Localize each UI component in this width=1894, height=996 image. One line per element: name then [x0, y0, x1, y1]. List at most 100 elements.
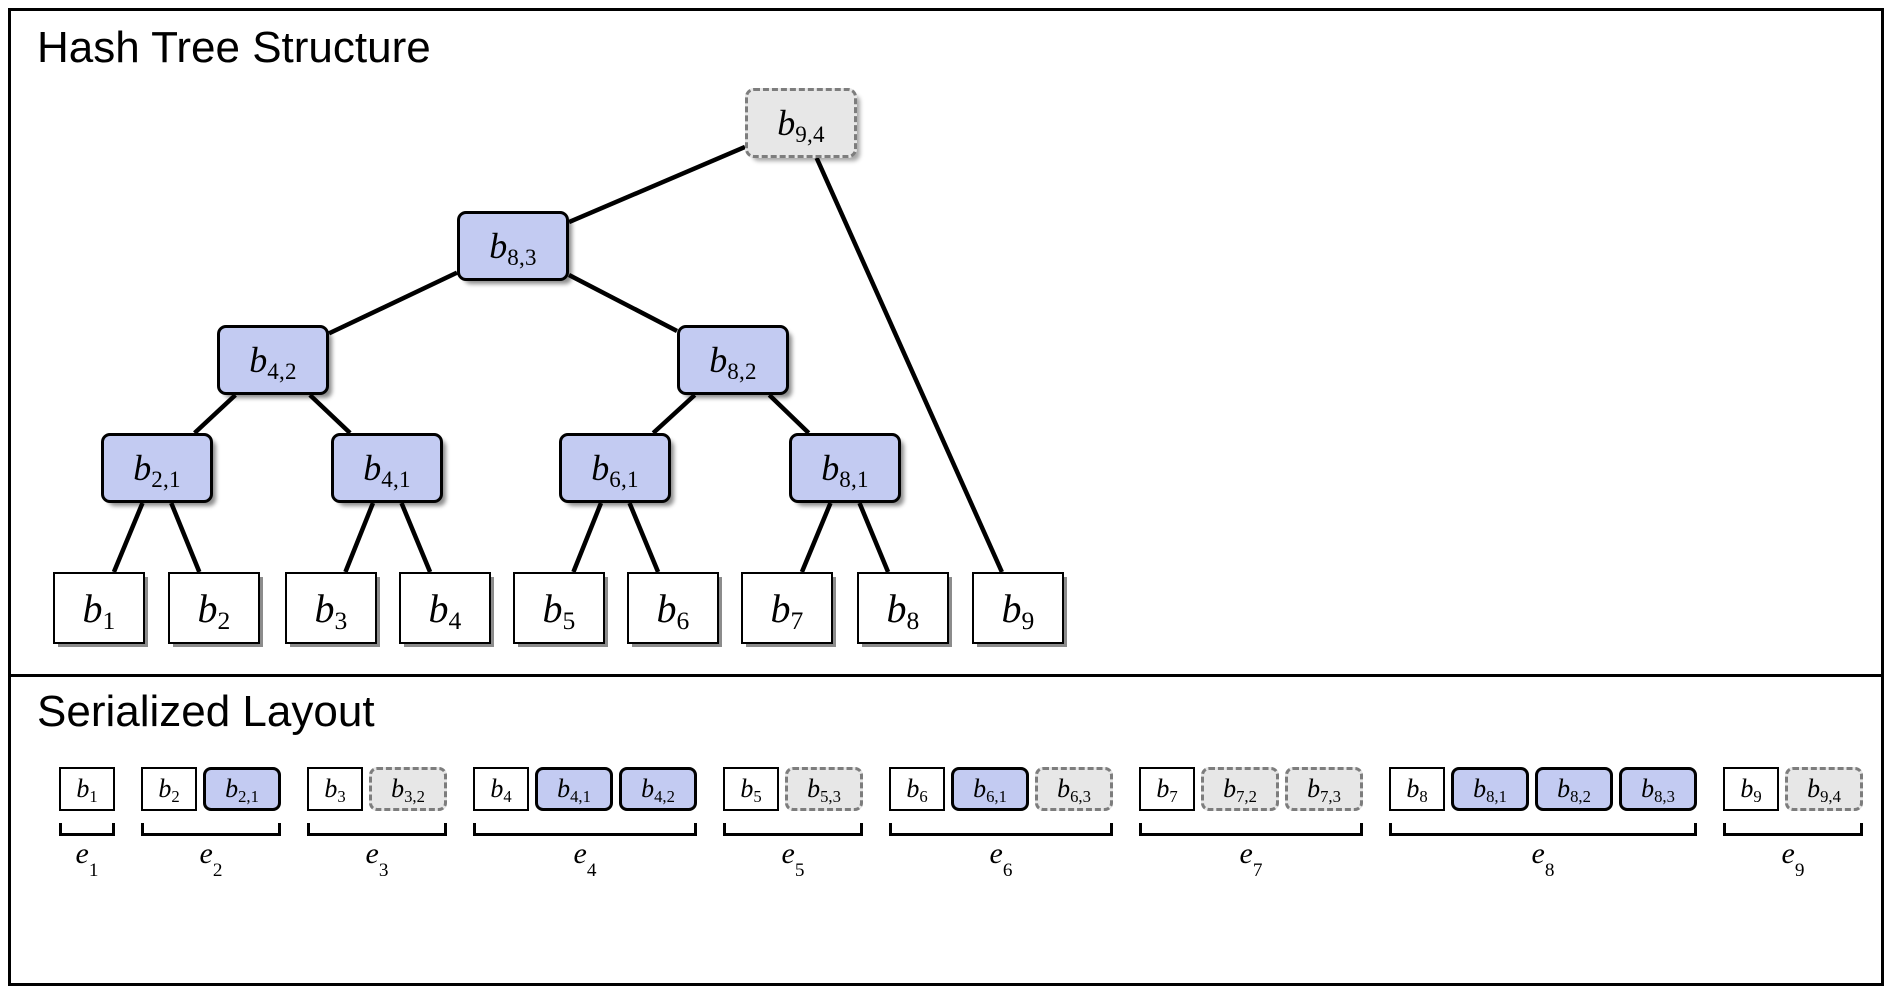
node-label: b1	[82, 585, 116, 636]
node-label: b6	[656, 585, 690, 636]
tree-node-b8_2: b8,2	[677, 325, 789, 395]
serialized-box-b5: b5	[723, 767, 779, 811]
tree-node-b8_1: b8,1	[789, 433, 901, 503]
entry-bracket-e7	[1139, 823, 1363, 836]
serialized-box-label: b3	[324, 774, 346, 806]
tree-node-b2_1: b2,1	[101, 433, 213, 503]
serialized-box-label: b2	[158, 774, 180, 806]
tree-edge-b4_2-b2_1	[193, 393, 237, 435]
entry-label-e6: e6	[989, 837, 1013, 881]
panel-title-serialized-layout: Serialized Layout	[37, 687, 375, 736]
serialized-box-b8_3: b8,3	[1619, 767, 1697, 811]
tree-edge-b2_1-b2	[169, 502, 202, 573]
panel-divider	[11, 674, 1881, 677]
serialized-box-label: b9	[1740, 774, 1762, 806]
serialized-box-label: b4,1	[557, 774, 591, 806]
serialized-box-b6_3: b6,3	[1035, 767, 1113, 811]
tree-node-b8: b8	[857, 572, 949, 644]
serialized-box-b4: b4	[473, 767, 529, 811]
tree-node-b8_3: b8,3	[457, 211, 569, 281]
serialized-box-b9: b9	[1723, 767, 1779, 811]
node-label: b4	[428, 585, 462, 636]
node-label: b7	[770, 585, 804, 636]
serialized-box-b1: b1	[59, 767, 115, 811]
serialized-box-b5_3: b5,3	[785, 767, 863, 811]
tree-node-b4_1: b4,1	[331, 433, 443, 503]
serialized-box-label: b8	[1406, 774, 1428, 806]
tree-edge-b8_1-b7	[799, 502, 833, 573]
serialized-box-b3: b3	[307, 767, 363, 811]
serialized-box-label: b1	[76, 774, 98, 806]
node-label: b2,1	[133, 448, 181, 492]
serialized-box-label: b6,1	[973, 774, 1007, 806]
serialized-box-label: b7	[1156, 774, 1178, 806]
tree-node-b4_2: b4,2	[217, 325, 329, 395]
tree-edge-b6_1-b5	[571, 502, 604, 573]
tree-edge-b9_4-b9	[814, 157, 1004, 573]
tree-node-b9_4: b9,4	[745, 88, 857, 158]
tree-edge-b8_3-b8_2	[567, 273, 679, 333]
serialized-box-label: b6	[906, 774, 928, 806]
tree-edges	[111, 144, 1004, 573]
serialized-box-label: b8,3	[1641, 774, 1675, 806]
serialized-box-label: b8,2	[1557, 774, 1591, 806]
entry-bracket-e8	[1389, 823, 1697, 836]
serialized-box-b9_4: b9,4	[1785, 767, 1863, 811]
tree-node-b9: b9	[972, 572, 1064, 644]
entry-label-e5: e5	[781, 837, 805, 881]
serialized-box-b3_2: b3,2	[369, 767, 447, 811]
entry-label-e8: e8	[1531, 837, 1555, 881]
node-label: b8,2	[709, 340, 757, 384]
tree-edge-b8_2-b6_1	[651, 393, 697, 435]
entry-label-e9: e9	[1781, 837, 1805, 881]
serialized-box-label: b5,3	[807, 774, 841, 806]
entry-label-e7: e7	[1239, 837, 1263, 881]
tree-node-b5: b5	[513, 572, 605, 644]
node-label: b6,1	[591, 448, 639, 492]
tree-edge-b4_2-b4_1	[308, 393, 352, 435]
node-label: b5	[542, 585, 576, 636]
tree-node-b7: b7	[741, 572, 833, 644]
serialized-box-b7_3: b7,3	[1285, 767, 1363, 811]
serialized-box-b7: b7	[1139, 767, 1195, 811]
entry-bracket-e9	[1723, 823, 1863, 836]
serialized-box-b8_2: b8,2	[1535, 767, 1613, 811]
entry-bracket-e1	[59, 823, 115, 836]
node-label: b8,3	[489, 226, 537, 270]
serialized-box-label: b7,3	[1307, 774, 1341, 806]
tree-node-b3: b3	[285, 572, 377, 644]
serialized-box-b4_2: b4,2	[619, 767, 697, 811]
entry-bracket-e2	[141, 823, 281, 836]
entry-bracket-e4	[473, 823, 697, 836]
node-label: b9	[1001, 585, 1035, 636]
entry-label-e3: e3	[365, 837, 389, 881]
serialized-box-b2_1: b2,1	[203, 767, 281, 811]
serialized-box-label: b4	[490, 774, 512, 806]
node-label: b9,4	[777, 103, 825, 147]
serialized-box-label: b2,1	[225, 774, 259, 806]
node-label: b4,1	[363, 448, 411, 492]
entry-bracket-e3	[307, 823, 447, 836]
tree-edge-b4_1-b3	[343, 502, 376, 573]
serialized-box-b6_1: b6,1	[951, 767, 1029, 811]
node-label: b3	[314, 585, 348, 636]
node-label: b8,1	[821, 448, 869, 492]
node-label: b2	[197, 585, 231, 636]
tree-node-b6_1: b6,1	[559, 433, 671, 503]
tree-edge-b4_1-b4	[399, 502, 433, 573]
entry-label-e1: e1	[75, 837, 99, 881]
tree-node-b1: b1	[53, 572, 145, 644]
tree-edge-b8_3-b4_2	[328, 270, 458, 336]
serialized-box-b2: b2	[141, 767, 197, 811]
tree-edge-b9_4-b8_3	[568, 144, 746, 225]
serialized-box-label: b7,2	[1223, 774, 1257, 806]
tree-edge-b8_1-b8	[857, 502, 891, 573]
serialized-box-b7_2: b7,2	[1201, 767, 1279, 811]
serialized-box-label: b8,1	[1473, 774, 1507, 806]
entry-bracket-e5	[723, 823, 863, 836]
tree-node-b6: b6	[627, 572, 719, 644]
serialized-box-label: b5	[740, 774, 762, 806]
tree-edge-b6_1-b6	[627, 502, 661, 573]
